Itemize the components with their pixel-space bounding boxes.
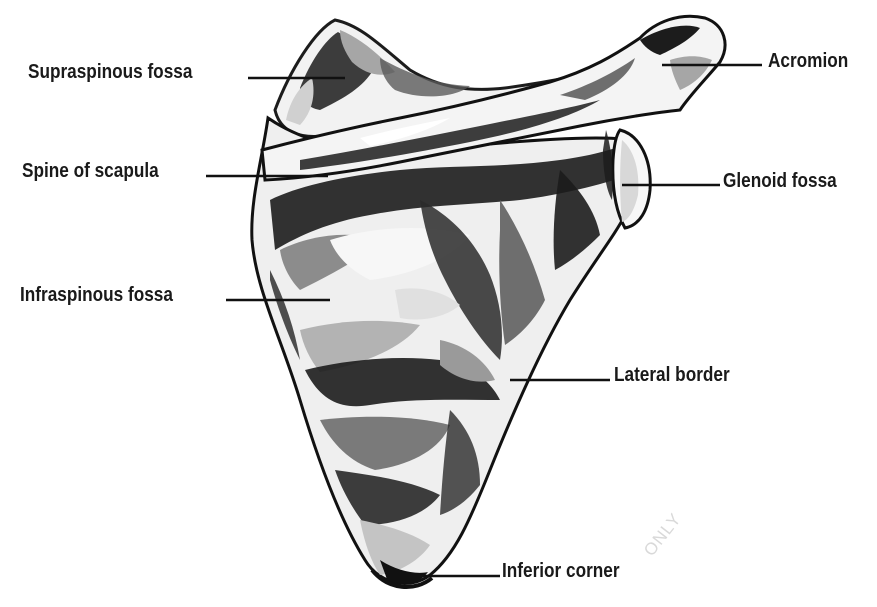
label-supraspinous-fossa: Supraspinous fossa xyxy=(28,61,193,83)
label-lateral-border: Lateral border xyxy=(614,364,730,386)
label-glenoid-fossa: Glenoid fossa xyxy=(723,170,837,192)
spine-and-acromion xyxy=(260,14,727,182)
glenoid-fossa-shape xyxy=(603,128,652,230)
label-spine-of-scapula: Spine of scapula xyxy=(22,160,159,182)
label-infraspinous-fossa: Infraspinous fossa xyxy=(20,284,173,306)
label-inferior-corner: Inferior corner xyxy=(502,560,620,582)
leader-lines xyxy=(206,63,762,578)
scapula-body xyxy=(250,115,639,590)
label-acromion: Acromion xyxy=(768,50,849,72)
